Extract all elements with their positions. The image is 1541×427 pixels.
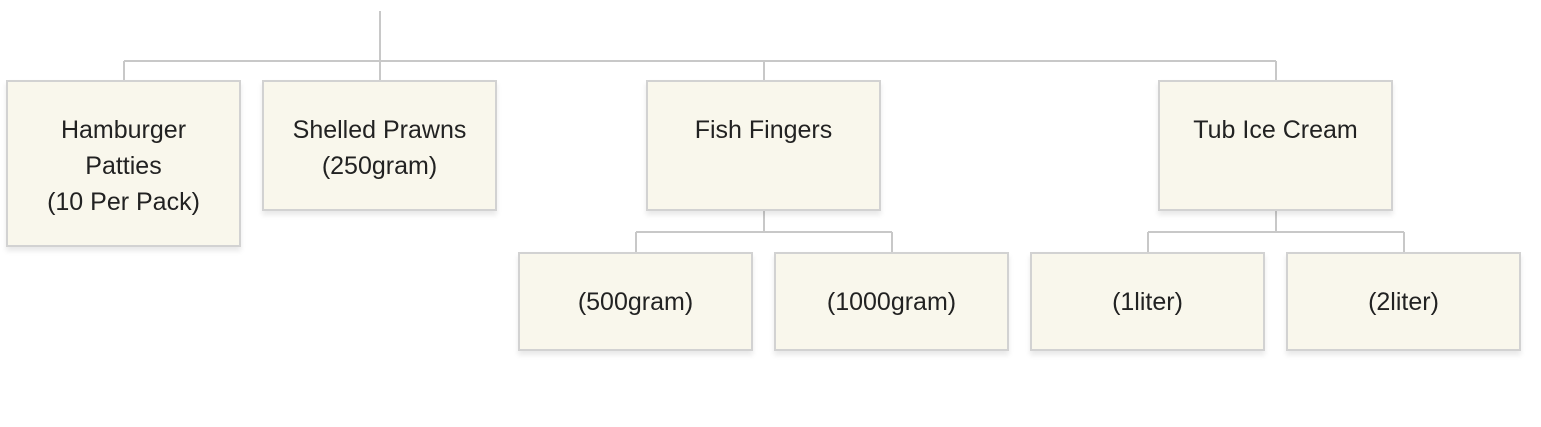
node-ice-cream-1liter: (1liter) xyxy=(1030,252,1265,351)
node-fish-fingers-500: (500gram) xyxy=(518,252,753,351)
node-label: (1000gram) xyxy=(826,287,957,316)
node-ice-cream-2liter: (2liter) xyxy=(1286,252,1521,351)
node-label: (500gram) xyxy=(577,287,694,316)
node-label: (2liter) xyxy=(1368,287,1439,316)
node-label: Hamburger Patties (10 Per Pack) xyxy=(47,116,200,216)
node-hamburger-patties: Hamburger Patties (10 Per Pack) xyxy=(6,80,241,247)
node-label: Shelled Prawns (250gram) xyxy=(292,116,467,180)
node-label: (1liter) xyxy=(1112,287,1183,316)
node-tub-ice-cream: Tub Ice Cream xyxy=(1158,80,1393,211)
node-fish-fingers-1000: (1000gram) xyxy=(774,252,1009,351)
node-label: Fish Fingers xyxy=(694,116,833,144)
node-fish-fingers: Fish Fingers xyxy=(646,80,881,211)
node-label: Tub Ice Cream xyxy=(1193,116,1358,144)
node-shelled-prawns: Shelled Prawns (250gram) xyxy=(262,80,497,211)
